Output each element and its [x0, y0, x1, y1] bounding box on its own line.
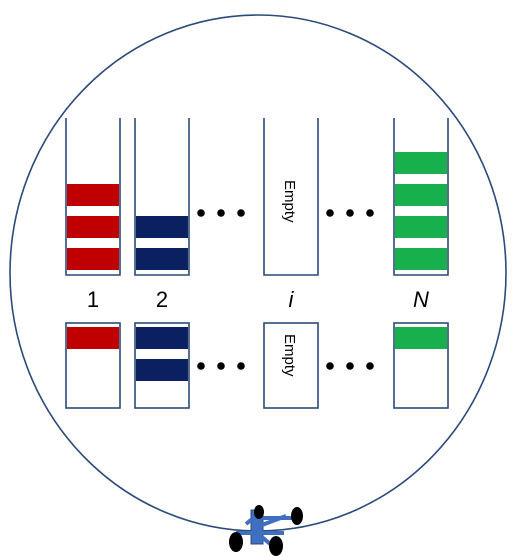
empty-label-bottom: Empty: [281, 334, 298, 377]
bottom-box-2: [134, 322, 190, 409]
top-block-col-4: [395, 216, 447, 238]
dot: [326, 362, 334, 370]
dot: [237, 209, 245, 217]
bottom-block-col-1: [67, 327, 119, 349]
dot: [217, 209, 225, 217]
dot: [197, 362, 205, 370]
column-label-2: 2: [156, 287, 168, 312]
top-block-col-4: [395, 184, 447, 206]
dot: [326, 209, 334, 217]
empty-label-top: Empty: [281, 180, 298, 223]
top-tube-n: [393, 118, 449, 276]
top-tube-2: [134, 118, 190, 276]
cart-wheel: [229, 532, 243, 552]
column-label-1: 1: [87, 287, 99, 312]
top-row: [65, 118, 449, 276]
dot: [217, 362, 225, 370]
top-block-col-4: [395, 248, 447, 270]
cart-icon: [229, 505, 303, 556]
bottom-block-col-4: [395, 327, 447, 349]
top-tube-1: [65, 118, 121, 276]
cart-wheel: [269, 536, 283, 556]
dot: [346, 209, 354, 217]
top-block-col-4: [395, 152, 447, 174]
top-block-col-2: [136, 248, 188, 270]
column-label-n: N: [413, 287, 429, 312]
bottom-box-i: [263, 322, 319, 409]
bottom-block-col-2: [136, 327, 188, 349]
column-label-i: i: [289, 287, 295, 312]
top-block-col-1: [67, 216, 119, 238]
outer-circle: [9, 14, 507, 532]
bottom-block-col-2: [136, 359, 188, 381]
cart-wheel: [254, 505, 264, 519]
top-block-col-2: [136, 216, 188, 238]
dot: [346, 362, 354, 370]
ellipsis-dots: [197, 209, 374, 370]
bottom-row: [65, 322, 449, 409]
dot: [366, 209, 374, 217]
bottom-box-n: [393, 322, 449, 409]
bottom-box-1: [65, 322, 121, 409]
top-block-col-1: [67, 184, 119, 206]
top-tube-i: [263, 118, 319, 276]
dot: [237, 362, 245, 370]
dot: [197, 209, 205, 217]
top-block-col-1: [67, 248, 119, 270]
cart-wheel: [291, 507, 303, 525]
dot: [366, 362, 374, 370]
blocks: [67, 152, 447, 381]
cart-frame: [236, 509, 298, 551]
